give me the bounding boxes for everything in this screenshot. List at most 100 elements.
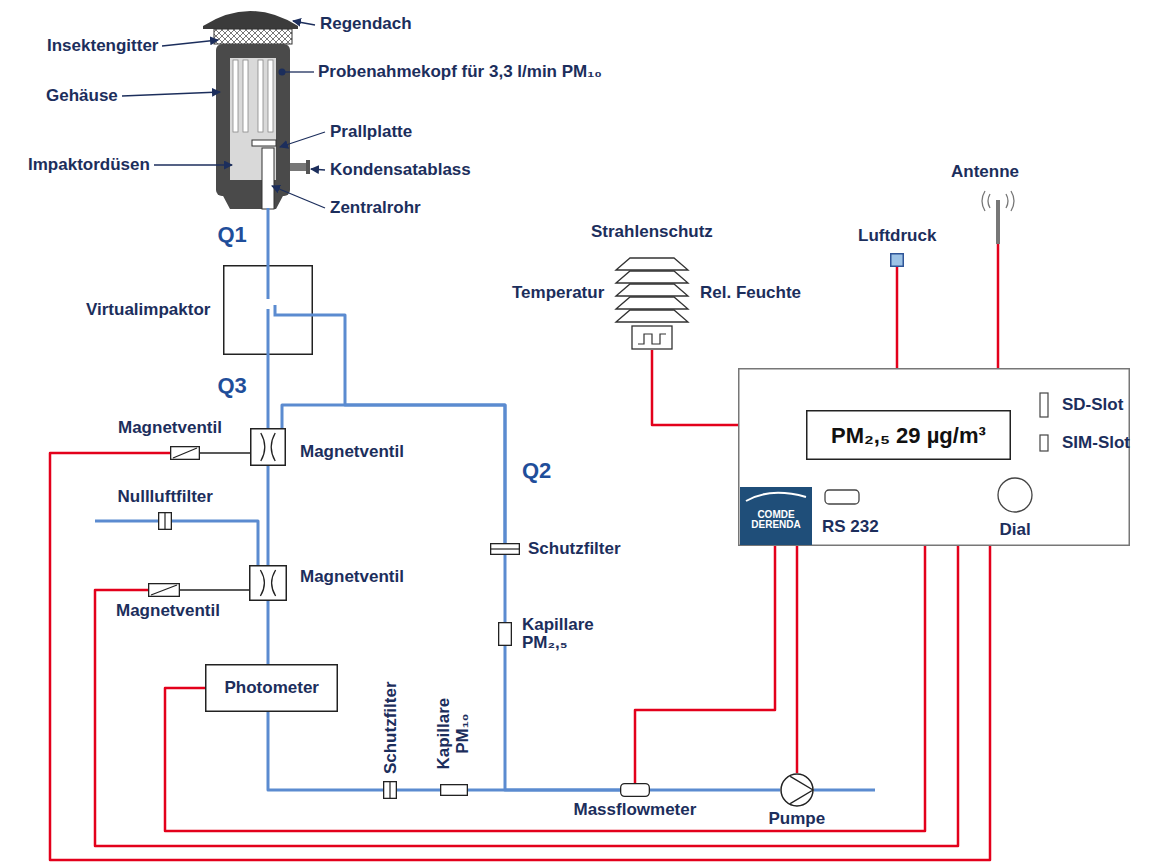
component-label: SIM-Slot bbox=[1062, 433, 1130, 453]
signal-wire bbox=[635, 546, 775, 783]
drawing-part bbox=[1040, 393, 1048, 417]
callout-label: Impaktordüsen bbox=[28, 155, 150, 175]
solenoid-valve: Magnetventil bbox=[250, 428, 286, 466]
capillary: Kapillare PM₁₀ bbox=[440, 784, 468, 796]
drawing-part bbox=[790, 776, 813, 803]
pump-shape bbox=[780, 773, 814, 807]
air-tube bbox=[650, 789, 780, 792]
solenoid-valve: Magnetventil bbox=[249, 565, 287, 601]
drawing-part bbox=[490, 548, 520, 549]
air-tube bbox=[268, 712, 383, 790]
drawing-part bbox=[741, 488, 812, 545]
air-tube bbox=[267, 355, 270, 428]
drawing-part bbox=[267, 208, 270, 265]
signal-wire bbox=[997, 244, 1000, 368]
drawing-part bbox=[280, 132, 325, 147]
drawing-part bbox=[203, 11, 298, 29]
drawing-part bbox=[441, 785, 468, 796]
drawing-part bbox=[268, 265, 313, 355]
signal-wire bbox=[165, 546, 925, 831]
callout-label: Gehäuse bbox=[46, 86, 118, 106]
drawing-part bbox=[243, 60, 248, 132]
drawing-part bbox=[162, 40, 218, 46]
drawing-part bbox=[216, 44, 290, 196]
component-label: Strahlenschutz bbox=[591, 222, 713, 242]
drawing-part bbox=[206, 665, 338, 712]
drawing-part bbox=[616, 284, 688, 296]
drawing-part bbox=[499, 623, 512, 646]
component-label: Magnetventil bbox=[300, 442, 404, 462]
valve-coil: Magnetventil bbox=[148, 583, 180, 597]
antenna-shape bbox=[994, 192, 1002, 244]
drawing-part bbox=[825, 490, 859, 504]
drawing-part bbox=[739, 369, 1130, 546]
logo: COMDE DERENDA bbox=[740, 487, 812, 545]
drawing-part bbox=[268, 60, 273, 132]
component-label: Kapillare PM₂,₅ bbox=[522, 616, 612, 653]
drawing-part bbox=[284, 71, 314, 72]
component-label: Magnetventil bbox=[300, 567, 404, 587]
component-label: Dial bbox=[1000, 520, 1031, 540]
drawing-part bbox=[616, 297, 688, 309]
virtual-impactor: Virtualimpaktor bbox=[223, 265, 313, 355]
callout-dot bbox=[279, 69, 286, 76]
protective-filter-shape bbox=[490, 543, 520, 555]
valve-coil-shape bbox=[148, 583, 180, 597]
zero-air-filter: Nullluftfilter bbox=[158, 512, 172, 530]
flow-label: Q3 bbox=[216, 373, 249, 398]
drawing-part bbox=[122, 92, 220, 96]
signal-wire bbox=[796, 546, 799, 773]
component-label: Virtualimpaktor bbox=[86, 300, 210, 320]
drawing-part bbox=[173, 448, 197, 458]
drawing-part bbox=[290, 163, 306, 171]
tubing bbox=[95, 208, 875, 790]
radiation-shield: StrahlenschutzTemperaturRel. Feuchte bbox=[612, 258, 692, 350]
radiation-shield-shape bbox=[612, 258, 692, 350]
component-label: COMDE DERENDA bbox=[748, 510, 804, 531]
callout-label: Insektengitter bbox=[47, 36, 158, 56]
pressure-sensor: Luftdruck bbox=[890, 253, 904, 267]
signal-wire bbox=[896, 267, 899, 368]
virtual-impactor-shape bbox=[223, 265, 313, 355]
drawing-part bbox=[1040, 435, 1048, 451]
mass-flow-meter-shape bbox=[620, 783, 650, 797]
component-label: SD-Slot bbox=[1062, 395, 1123, 415]
drawing-part bbox=[214, 29, 292, 44]
control-unit: SD-SlotSIM-Slot RS 232 Dial PM₂,₅ 29 µg/m³ C… bbox=[738, 368, 1130, 546]
pressure-sensor-shape bbox=[890, 253, 904, 267]
drawing-part bbox=[251, 429, 286, 466]
drawing-part bbox=[164, 512, 165, 530]
component-label: Photometer bbox=[225, 678, 319, 698]
drawing-part bbox=[996, 200, 1000, 244]
signal-wire bbox=[652, 350, 738, 425]
drawing-part bbox=[95, 520, 158, 523]
air-tube bbox=[397, 789, 440, 792]
flow-label: Q2 bbox=[520, 458, 553, 483]
valve-linkage bbox=[200, 452, 250, 454]
display: PM₂,₅ 29 µg/m³ bbox=[806, 410, 1011, 460]
photometer: Photometer bbox=[205, 664, 338, 712]
valve-linkage bbox=[180, 589, 249, 591]
drawing-part bbox=[891, 254, 904, 267]
component-label: RS 232 bbox=[822, 517, 879, 537]
zero-air-filter-shape bbox=[158, 512, 172, 530]
drawing-part bbox=[389, 781, 390, 799]
drawing-part bbox=[982, 191, 1014, 211]
drawing-part bbox=[491, 544, 520, 555]
drawing-part bbox=[306, 160, 310, 174]
drawing-part bbox=[260, 570, 275, 596]
capillary-shape bbox=[440, 784, 468, 796]
drawing-part bbox=[272, 186, 325, 208]
drawing-part bbox=[998, 478, 1032, 512]
drawing-part bbox=[621, 784, 650, 797]
drawing-part bbox=[616, 310, 688, 322]
drawing-part bbox=[814, 789, 875, 792]
valve-coil: Magnetventil bbox=[170, 446, 200, 460]
component-label: Nullluftfilter bbox=[118, 487, 213, 507]
drawing-part bbox=[781, 774, 813, 806]
drawing-part bbox=[233, 60, 238, 132]
drawing-part bbox=[258, 60, 263, 132]
drawing-part bbox=[311, 169, 325, 170]
drawing-part bbox=[252, 140, 276, 146]
drawing-part bbox=[632, 326, 672, 349]
